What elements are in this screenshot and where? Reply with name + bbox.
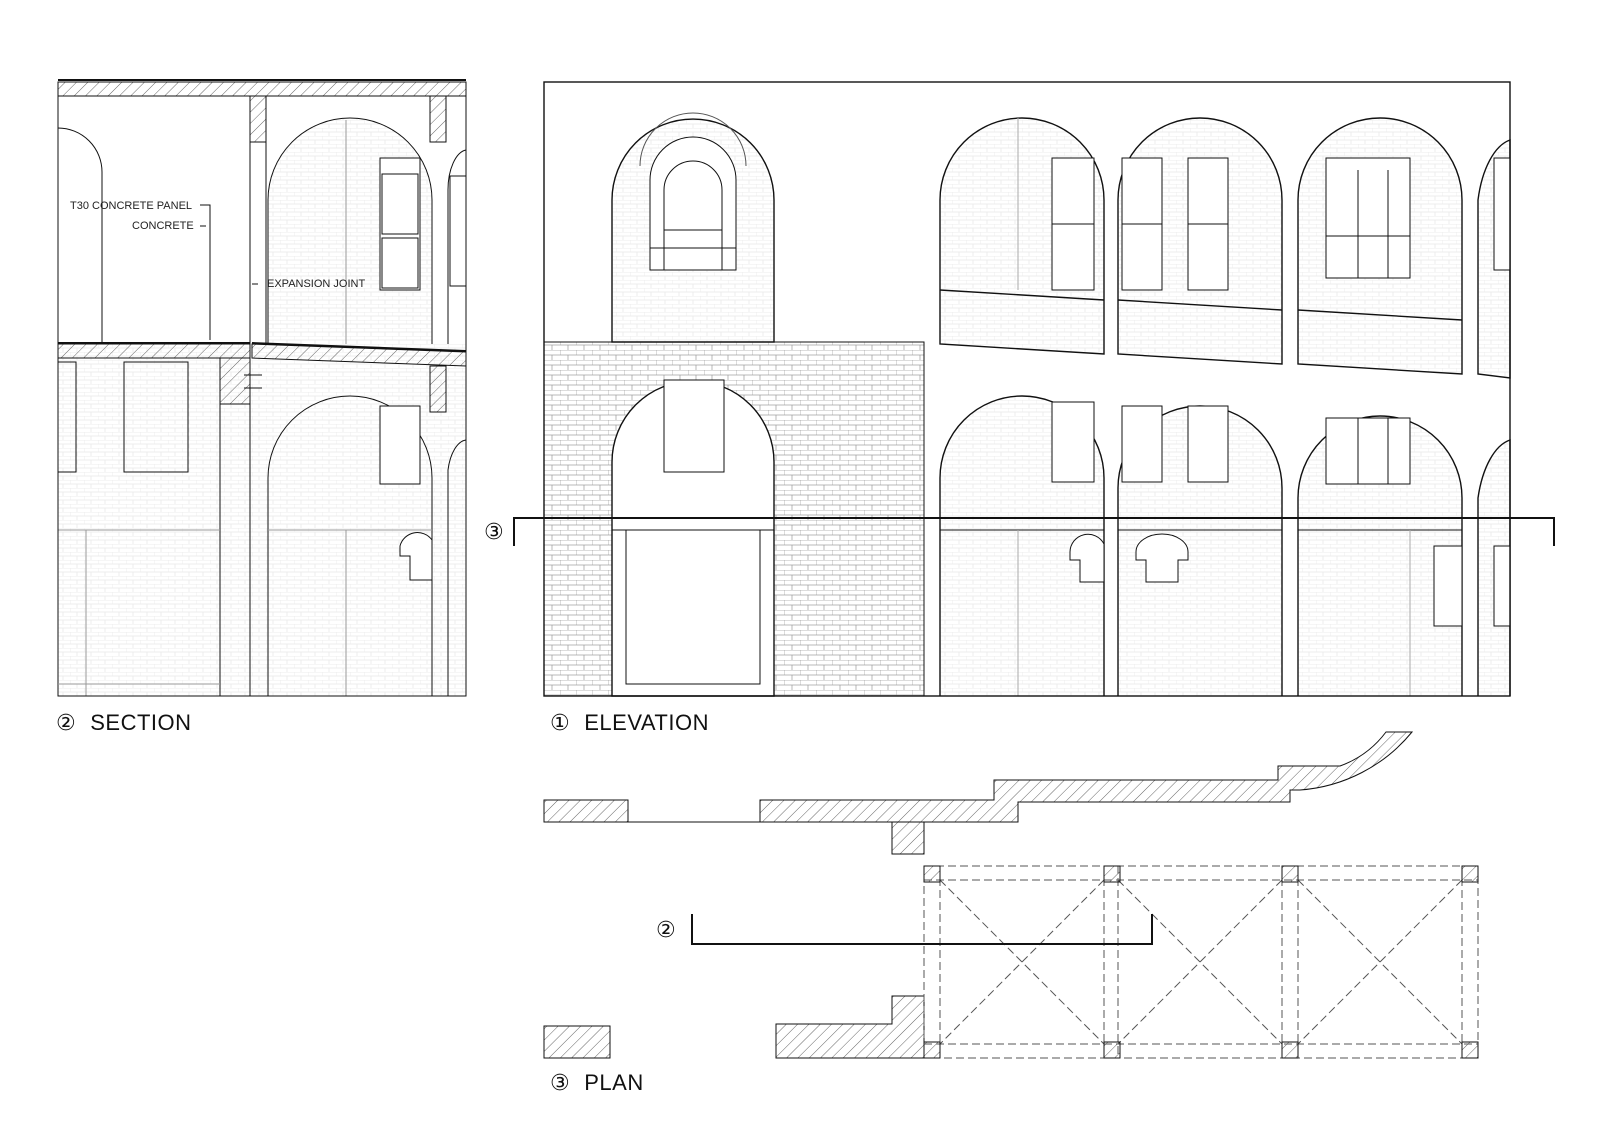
section-label: SECTION xyxy=(90,710,192,735)
note-concrete: CONCRETE xyxy=(132,220,194,232)
elevation-label: ELEVATION xyxy=(584,710,709,735)
section-number: ② xyxy=(56,710,77,736)
plan-number: ③ xyxy=(550,1070,571,1096)
elevation-drawing xyxy=(513,81,1555,697)
plan-caption: ③ PLAN xyxy=(550,1070,644,1096)
plan-cut-marker: ② xyxy=(656,918,676,943)
section-caption: ② SECTION xyxy=(56,710,192,736)
plan-label: PLAN xyxy=(584,1070,644,1095)
elevation-cut-marker: ③ xyxy=(484,520,504,545)
section-drawing xyxy=(57,79,467,697)
plan-drawing xyxy=(543,731,1479,1059)
elevation-number: ① xyxy=(550,710,571,736)
elevation-caption: ① ELEVATION xyxy=(550,710,709,736)
note-concrete-panel: T30 CONCRETE PANEL xyxy=(70,200,193,212)
note-expansion-joint: EXPANSION JOINT xyxy=(267,278,366,290)
